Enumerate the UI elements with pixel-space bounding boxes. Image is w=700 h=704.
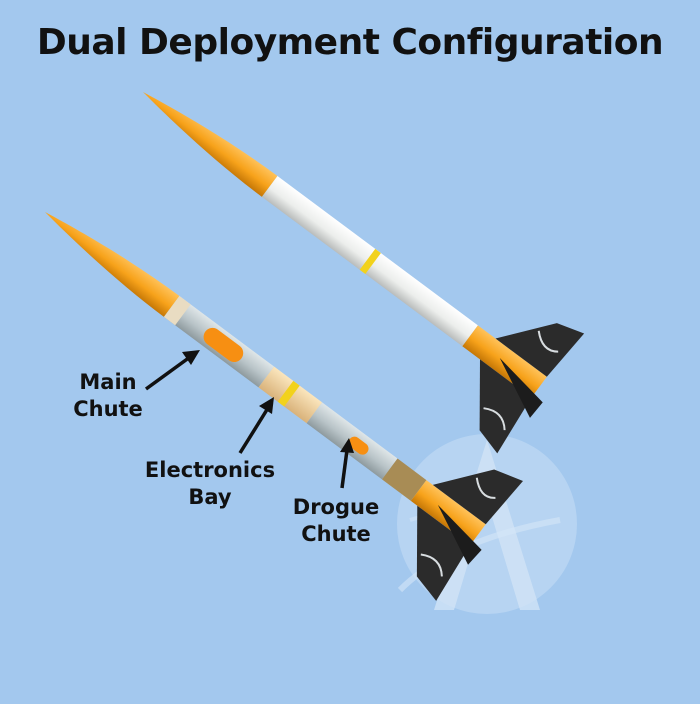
fin: [437, 504, 482, 565]
page-title: Dual Deployment Configuration: [36, 22, 664, 63]
band: [277, 380, 300, 407]
motor-mount: [381, 458, 427, 501]
main-chute: [203, 327, 244, 363]
arrow-icon: [144, 350, 200, 391]
drogue-chute: [348, 436, 369, 455]
arrow-icon: [340, 438, 354, 489]
tail-section: [462, 325, 547, 398]
label-main-chute: Main Chute: [58, 369, 158, 423]
nose-cone: [45, 212, 180, 317]
label-line: Chute: [73, 397, 143, 421]
fin: [416, 505, 471, 601]
label-electronics-bay: Electronics Bay: [130, 457, 290, 511]
tail-section: [410, 480, 486, 546]
fin: [432, 469, 523, 525]
label-line: Electronics: [144, 458, 276, 482]
label-line: Bay: [188, 485, 232, 509]
arrow-icon: [238, 397, 274, 454]
rocket-white: [143, 92, 585, 454]
fin: [495, 323, 585, 377]
label-line: Drogue: [292, 495, 380, 519]
label-drogue-chute: Drogue Chute: [276, 494, 396, 548]
rocket-cutaway: [45, 212, 523, 601]
fin: [499, 357, 543, 418]
nose-cone: [143, 92, 278, 197]
label-line: Main: [79, 370, 137, 394]
band: [359, 248, 381, 274]
fin: [479, 359, 532, 454]
label-line: Chute: [301, 522, 371, 546]
